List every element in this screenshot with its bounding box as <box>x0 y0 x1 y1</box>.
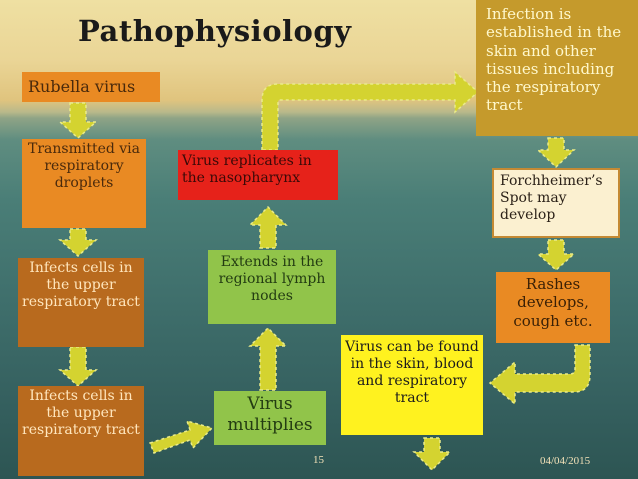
node-replicates-label: Virus replicates in the nasopharynx <box>182 153 312 187</box>
slide-title: Pathophysiology <box>78 14 352 48</box>
node-infects-upper-1-label: Infects cells in the upper respiratory t… <box>22 260 140 311</box>
arrow-up-2 <box>248 205 288 249</box>
node-transmitted-label: Transmitted via respiratory droplets <box>27 141 140 192</box>
node-forchheimer: Forchheimer’s Spot may develop <box>492 168 620 238</box>
arrow-down-1 <box>58 102 98 140</box>
node-infects-upper-2-label: Infects cells in the upper respiratory t… <box>22 388 140 439</box>
arrow-up-1 <box>248 326 288 391</box>
node-infects-upper-1: Infects cells in the upper respiratory t… <box>18 258 144 347</box>
node-found-in-skin: Virus can be found in the skin, blood an… <box>341 335 483 435</box>
node-virus-multiplies: Virus multiplies <box>214 391 326 445</box>
node-infection-established: Infection is established in the skin and… <box>476 0 638 136</box>
node-infects-upper-2: Infects cells in the upper respiratory t… <box>18 386 144 476</box>
node-found-label: Virus can be found in the skin, blood an… <box>345 339 479 407</box>
arrow-down-4 <box>536 137 576 169</box>
arrow-right-1 <box>149 419 214 454</box>
node-extends-lymph: Extends in the regional lymph nodes <box>208 250 336 324</box>
node-forchheimer-label: Forchheimer’s Spot may develop <box>500 173 603 224</box>
node-rashes: Rashes develops, cough etc. <box>496 272 610 343</box>
arrow-down-6 <box>412 437 452 472</box>
arrow-down-3 <box>58 346 98 388</box>
arrow-bend-up-right <box>261 70 480 151</box>
node-rubella-virus: Rubella virus <box>22 72 160 102</box>
node-replicates-nasopharynx: Virus replicates in the nasopharynx <box>178 150 338 200</box>
node-extends-lymph-label: Extends in the regional lymph nodes <box>218 254 326 305</box>
node-virus-multiplies-label: Virus multiplies <box>227 394 313 435</box>
slide-date: 04/04/2015 <box>540 455 591 467</box>
node-rubella-virus-label: Rubella virus <box>28 77 136 96</box>
node-rashes-label: Rashes develops, cough etc. <box>513 275 593 330</box>
arrow-bend-down-left <box>488 344 591 406</box>
arrow-down-2 <box>58 228 98 258</box>
node-transmitted: Transmitted via respiratory droplets <box>22 139 146 228</box>
node-infection-label: Infection is established in the skin and… <box>486 5 622 115</box>
arrow-down-5 <box>536 239 576 272</box>
page-number: 15 <box>313 454 324 466</box>
